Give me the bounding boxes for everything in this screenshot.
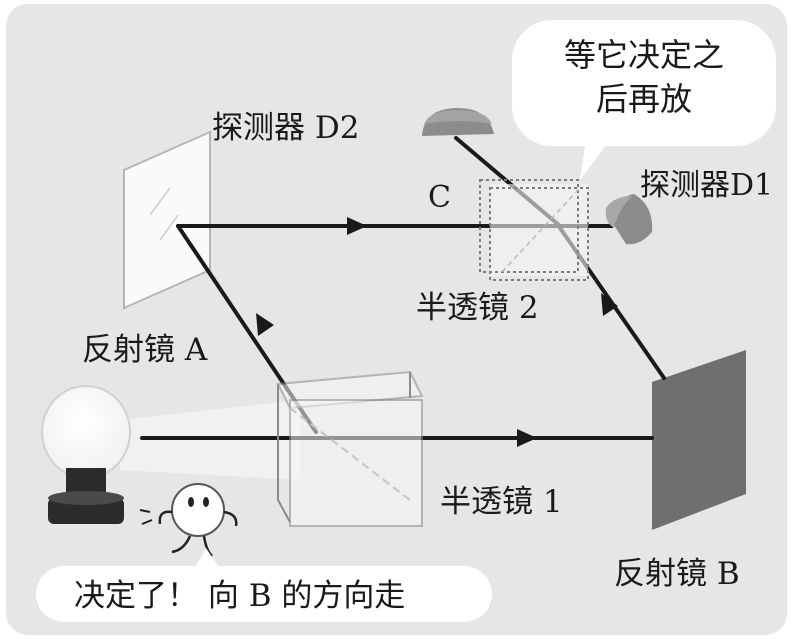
mirror-a-glint: [149, 187, 171, 216]
label-beam-splitter-1: 半透镜 1: [440, 484, 563, 520]
label-mirror-a: 反射镜 A: [82, 332, 208, 368]
bubble-bottom-text: 决定了！ 向 B 的方向走: [74, 578, 405, 614]
mirror-a-glint-2: [159, 214, 179, 241]
beam-splitter-1: [276, 370, 424, 527]
light-bulb: [41, 385, 131, 524]
label-beam-splitter-2: 半透镜 2: [416, 290, 539, 326]
label-point-c: C: [428, 180, 451, 215]
bubble-top-line-1: 等它决定之: [564, 36, 724, 74]
arrow-to-c: [347, 217, 367, 235]
beam-splitter-2: [479, 179, 589, 281]
detector-d2-top: [424, 110, 492, 124]
arrow-to-mirror-b: [517, 429, 537, 447]
arrow-to-mirror-a: [256, 313, 274, 336]
detector-d1-face: [605, 196, 632, 228]
bottom-speech-bubble: 决定了！ 向 B 的方向走: [36, 548, 492, 622]
label-detector-d1: 探测器D1: [640, 168, 773, 203]
bubble-top-line-2: 后再放: [596, 80, 692, 118]
label-mirror-b: 反射镜 B: [614, 556, 740, 592]
mirror-b: [652, 350, 746, 530]
mirror-a: [123, 130, 211, 310]
label-detector-d2: 探测器 D2: [212, 110, 359, 146]
top-speech-bubble: 等它决定之 后再放: [512, 20, 776, 180]
arrow-to-splitter2: [601, 293, 618, 316]
photon-character: [139, 483, 238, 557]
